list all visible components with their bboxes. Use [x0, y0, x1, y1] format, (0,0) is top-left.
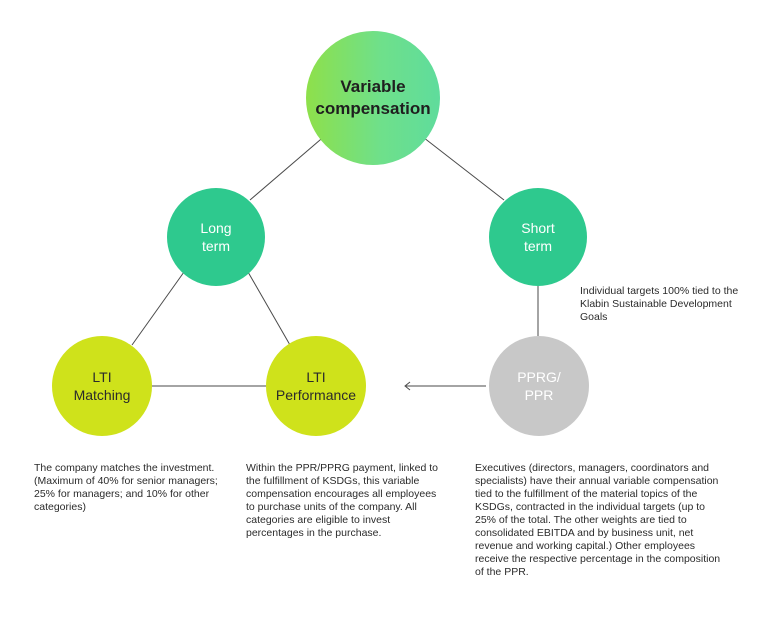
- lti-matching-description: The company matches the investment. (Max…: [34, 462, 218, 513]
- variable-compensation-node: Variable compensation: [306, 31, 440, 165]
- lti-performance-node: LTI Performance: [266, 336, 366, 436]
- long-term-node: Long term: [167, 188, 265, 286]
- lti-matching-label: LTI Matching: [73, 369, 131, 403]
- pprg-ppr-label: PPRG/ PPR: [517, 369, 561, 403]
- connector-long-to-lti-matching: [131, 271, 185, 346]
- variable-compensation-label: Variable compensation: [315, 77, 431, 118]
- short-term-description: Individual targets 100% tied to the Klab…: [580, 285, 739, 323]
- long-term-label: Long term: [200, 220, 232, 254]
- connector-variable-to-long: [249, 133, 328, 201]
- short-term-node: Short term: [489, 188, 587, 286]
- short-term-label: Short term: [521, 220, 555, 254]
- arrowhead: [404, 381, 411, 391]
- pprg-ppr-node: PPRG/ PPR: [489, 336, 589, 436]
- connector-long-to-lti-performance: [247, 271, 291, 346]
- lti-performance-label: LTI Performance: [275, 369, 357, 403]
- lti-performance-description: Within the PPR/PPRG payment, linked to t…: [246, 462, 438, 539]
- lti-matching-node: LTI Matching: [52, 336, 152, 436]
- pprg-ppr-description: Executives (directors, managers, coordin…: [475, 462, 721, 578]
- connector-variable-to-short: [418, 133, 505, 201]
